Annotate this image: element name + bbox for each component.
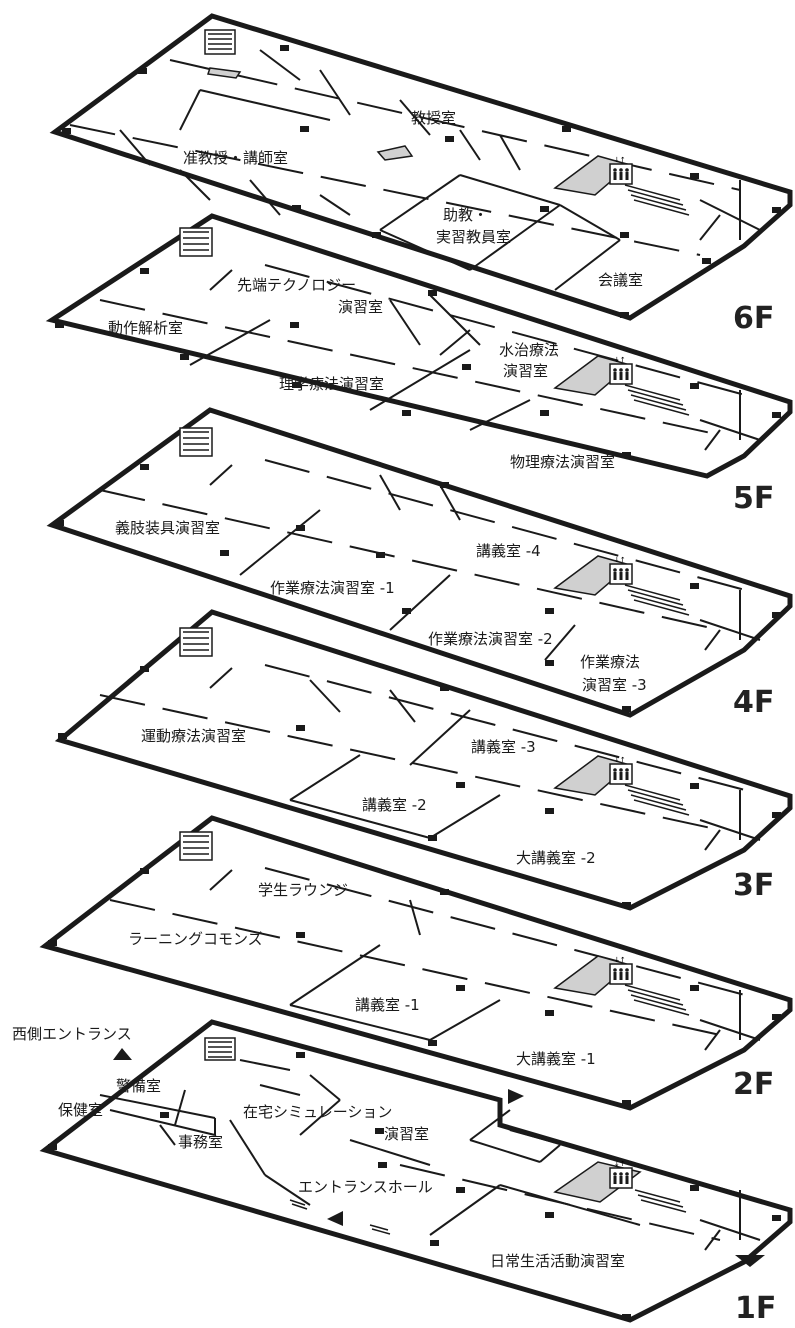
floor-6f-stairs-west [204,29,236,55]
floor-3f-elevator-icon: ↓↑ [609,756,633,785]
room-label: 講義室 -2 [362,796,427,814]
room-label: 物理療法演習室 [510,453,615,471]
svg-text:↓↑: ↓↑ [614,156,626,164]
svg-text:↓↑: ↓↑ [614,556,626,564]
room-label: 日常生活活動演習室 [490,1252,625,1270]
floor-1f-walls [99,1059,761,1251]
entrance-arrow-icon [735,1255,765,1267]
floor-2f: ↓↑ 学生ラウンジ ラーニングコモンズ 講義室 -1 大講義室 -1 2F [39,815,793,1111]
floor-6f-stairs-east [624,184,690,216]
floor-3f-stairs-east [624,784,690,816]
room-label: ラーニングコモンズ [128,930,263,948]
room-label: 講義室 -1 [355,996,420,1014]
floor-2f-pillars [48,868,781,1106]
floor-6f: ↓↑ 教授室 准教授・講師室 助教・ 実習教員室 会議室 6F [49,13,793,336]
room-label: 演習室 [338,298,383,316]
floor-6f-pillars [62,45,781,318]
floor-1f-stairs-east [634,1189,687,1213]
room-label: 講義室 -3 [471,738,536,756]
room-label: 西側エントランス [12,1025,132,1043]
floor-5f-stairs-west [179,227,213,257]
floor-2f-elevator-icon: ↓↑ [609,956,633,985]
floor-6f-gray-small [376,145,414,161]
floor-label-5f: 5F [733,481,774,516]
svg-text:↓↑: ↓↑ [614,756,626,764]
room-label: 作業療法演習室 -1 [270,579,395,597]
floor-5f: ↓↑ 先端テクノロジー 演習室 動作解析室 水治療法 演習室 理学療法演習室 物… [45,213,793,516]
room-label: 大講義室 -1 [516,1050,596,1068]
room-label: 先端テクノロジー [237,276,356,294]
room-label: 事務室 [178,1133,223,1151]
floor-label-2f: 2F [733,1067,774,1102]
floor-3f-outline [54,609,793,911]
floor-1f-stairs-west [204,1037,236,1061]
floor-4f: ↓↑ 義肢装具演習室 講義室 -4 作業療法演習室 -1 作業療法演習室 -2 … [46,407,793,720]
floor-5f-stairs-east [624,384,690,416]
room-label: 作業療法演習室 -2 [428,630,553,648]
floor-label-4f: 4F [733,685,774,720]
room-label: 実習教員室 [436,228,511,246]
entrance-arrow-icon [113,1048,132,1060]
floor-5f-elevator-icon: ↓↑ [609,356,633,385]
room-label: 警備室 [116,1077,161,1095]
room-label: 運動療法演習室 [141,727,246,745]
room-label: 会議室 [598,271,643,289]
floor-6f-outline [49,13,793,321]
room-label: 理学療法演習室 [279,375,384,393]
room-label: 演習室 [384,1125,429,1143]
room-label: 助教・ [443,206,488,224]
room-label: 動作解析室 [108,319,183,337]
room-label: 保健室 [58,1101,103,1119]
floor-6f-elevator-icon: ↓↑ [609,156,633,185]
floor-4f-stairs-west [179,427,213,457]
room-label: 演習室 [503,362,548,380]
entrance-arrow-icon [508,1089,524,1104]
floor-4f-pillars [55,464,781,712]
floor-1f: ↓↑ 西側エントランス 警備室 保健室 在宅シミュレーション 演習室 事務室 エ… [12,1019,793,1326]
room-label: 教授室 [411,109,456,127]
room-label: 学生ラウンジ [258,881,348,899]
room-label: 義肢装具演習室 [115,519,220,537]
floor-5f-pillars [55,268,781,458]
floor-3f: ↓↑ 運動療法演習室 講義室 -3 講義室 -2 大講義室 -2 3F [54,609,793,911]
floor-2f-stairs-east [624,984,690,1016]
entrance-arrow-icon [327,1211,343,1226]
floor-4f-elevator-icon: ↓↑ [609,556,633,585]
svg-text:↓↑: ↓↑ [614,1160,626,1168]
floor-label-3f: 3F [733,868,774,903]
room-label: 演習室 -3 [582,676,647,694]
room-label: 准教授・講師室 [183,149,288,167]
room-label: 大講義室 -2 [516,849,596,867]
floor-4f-walls [99,459,761,661]
floor-1f-pillars [48,1052,781,1320]
floor-2f-outline [39,815,793,1111]
room-label: 在宅シミュレーション [243,1103,392,1121]
room-label: 作業療法 [580,653,640,671]
floor-3f-pillars [58,666,781,908]
floor-3f-walls [99,664,761,851]
floor-1f-outline [39,1019,793,1323]
floor-2f-walls [109,867,761,1051]
floor-1f-elevator-icon: ↓↑ [609,1160,633,1189]
floor-6f-walls [69,49,761,291]
floor-label-6f: 6F [733,301,774,336]
entrance-arrows [113,1048,765,1267]
floor-3f-stairs-west [179,627,213,657]
svg-text:↓↑: ↓↑ [614,956,626,964]
room-label: 講義室 -4 [476,542,541,560]
svg-text:↓↑: ↓↑ [614,356,626,364]
floor-5f-walls [99,264,761,451]
floor-1f-entrance-steps [289,1199,391,1235]
floor-6f-gray-block [207,67,242,79]
floor-4f-stairs-east [624,584,690,616]
floor-label-1f: 1F [735,1291,776,1326]
floor-2f-stairs-west [179,831,213,861]
room-label: 水治療法 [499,341,559,359]
room-label: エントランスホール [298,1178,433,1196]
